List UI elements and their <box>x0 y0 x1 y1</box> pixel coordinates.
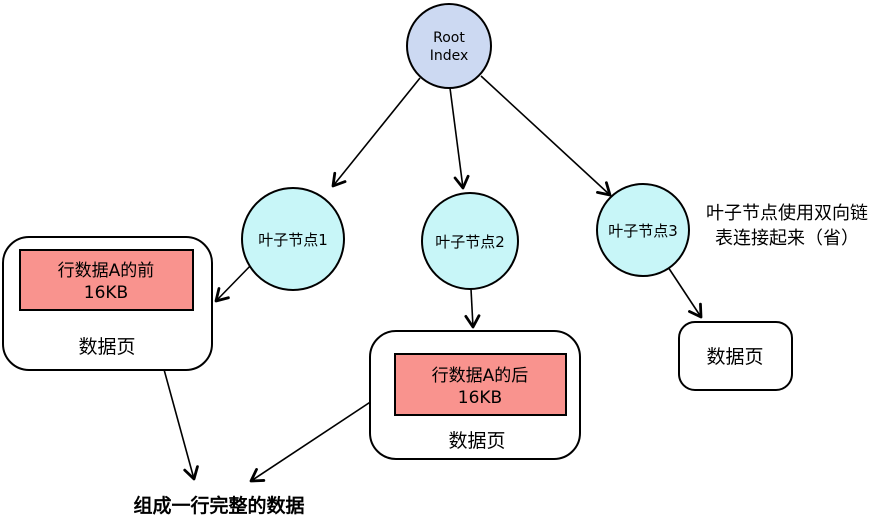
row-data-block-front-line2: 16KB <box>84 283 128 303</box>
row-data-block-rear-line1: 行数据A的后 <box>432 366 529 386</box>
data-page-3-label: 数据页 <box>706 346 763 368</box>
data-page-3 <box>678 321 793 391</box>
edge-root-to-leaf3 <box>480 75 612 197</box>
leaf-node-2 <box>421 192 519 290</box>
root-index-node <box>406 3 492 89</box>
data-page-2-label: 数据页 <box>448 430 505 452</box>
root-node-label-line2: Index <box>430 48 469 64</box>
row-data-block-front-line1: 行数据A的前 <box>58 261 155 281</box>
leaf-node-1-label: 叶子节点1 <box>258 231 328 249</box>
root-node-label-line1: Root <box>433 30 465 46</box>
leaf-node-2-label: 叶子节点2 <box>435 233 505 251</box>
edge-leaf1-to-page1 <box>214 261 255 303</box>
edge-root-to-leaf2 <box>449 87 470 190</box>
row-data-block-rear <box>394 353 567 416</box>
leaf-node-3-label: 叶子节点3 <box>608 222 678 240</box>
data-page-1-label: 数据页 <box>78 336 135 358</box>
row-data-block-front <box>19 249 194 311</box>
edge-leaf3-to-page3 <box>667 266 703 319</box>
leaf-node-3 <box>596 183 690 277</box>
edge-root-to-leaf1 <box>331 77 421 188</box>
leaf-node-1 <box>241 187 345 291</box>
row-data-block-rear-line2: 16KB <box>458 388 502 408</box>
bottom-caption: 组成一行完整的数据 <box>133 494 304 517</box>
edge-leaf2-to-page2 <box>464 288 481 329</box>
leaf-link-annotation-line2: 表连接起来（省） <box>715 228 859 249</box>
leaf-link-annotation-line1: 叶子节点使用双向链 <box>706 203 868 224</box>
